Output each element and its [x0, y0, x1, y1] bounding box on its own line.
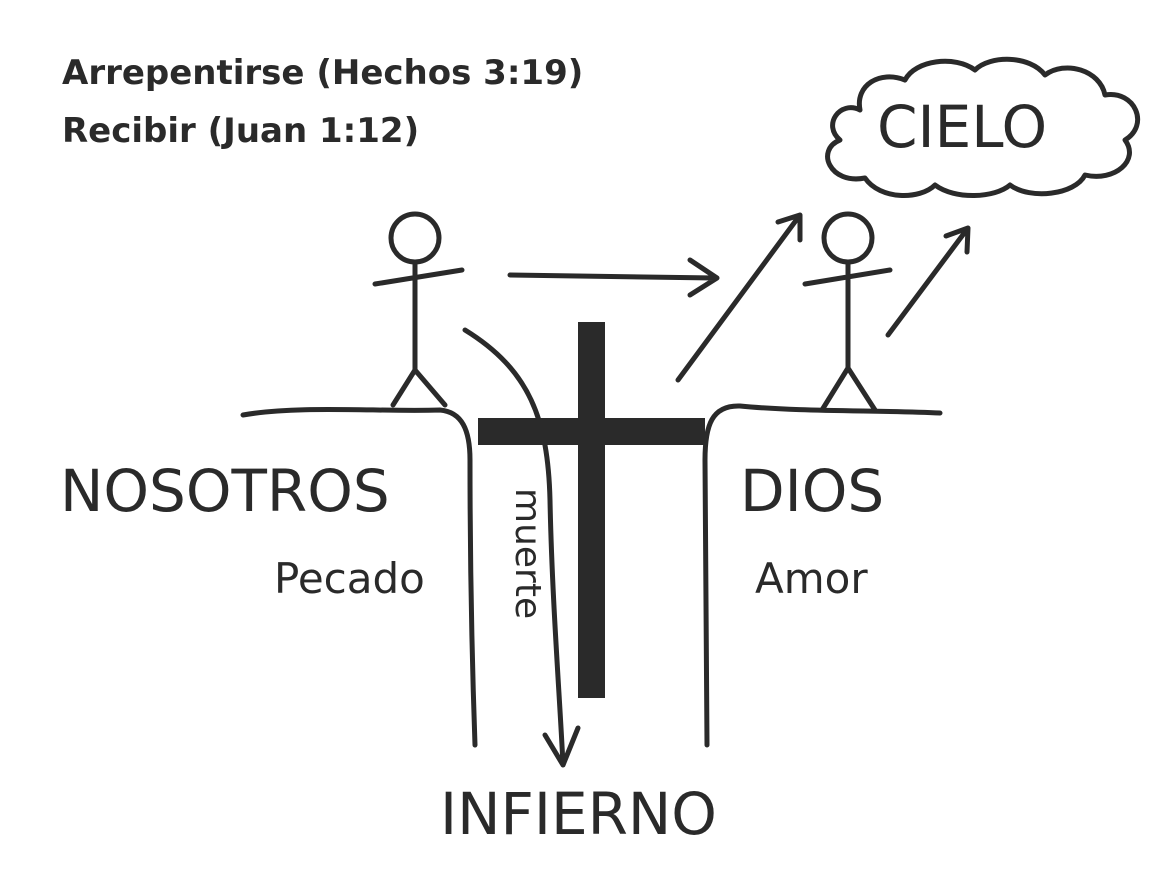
left-label: NOSOTROS — [60, 457, 390, 525]
bottom-label: INFIERNO — [440, 780, 717, 848]
death-arrow — [462, 327, 581, 768]
verse-receive: Recibir (Juan 1:12) — [62, 111, 420, 151]
person-right — [802, 211, 893, 413]
person-left — [372, 211, 465, 408]
right-label: DIOS — [740, 457, 885, 525]
chasm-label: muerte — [507, 488, 548, 620]
cross-vertical — [578, 322, 605, 698]
arrow-right — [507, 257, 720, 298]
cross-horizontal — [478, 418, 705, 445]
right-sub: Amor — [755, 554, 868, 603]
ground-left — [240, 406, 478, 748]
arrow-to-heaven — [885, 225, 971, 338]
heaven-label: CIELO — [877, 93, 1048, 161]
left-sub: Pecado — [274, 554, 425, 603]
ground-right — [702, 403, 943, 748]
verse-repent: Arrepentirse (Hechos 3:19) — [62, 53, 584, 93]
cloud-shape — [825, 56, 1140, 198]
arrow-up-from-cross — [675, 212, 803, 383]
